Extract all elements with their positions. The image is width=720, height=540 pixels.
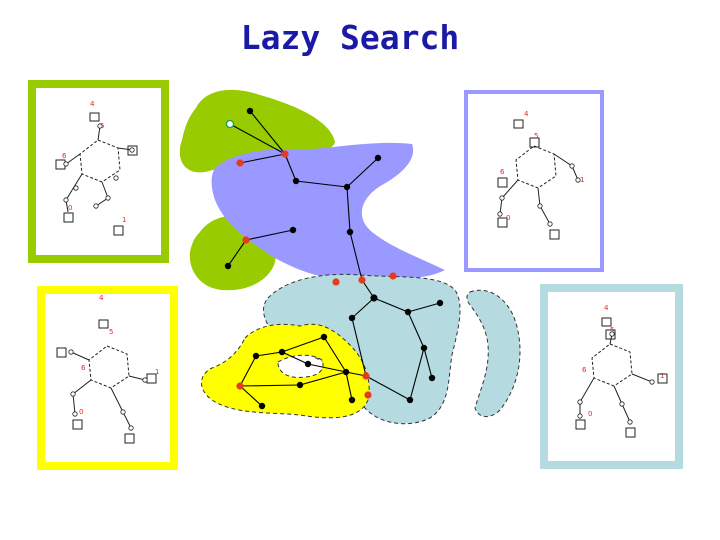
robot-configuration-cyan: 4 5 6 0 1 xyxy=(575,304,668,438)
label-6: 6 xyxy=(62,152,67,160)
label-1: 1 xyxy=(580,176,584,184)
robot-configuration-yellow: 4 5 6 0 1 xyxy=(56,294,159,444)
label-6: 6 xyxy=(81,364,86,372)
label-4: 4 xyxy=(604,304,609,312)
label-4: 4 xyxy=(90,100,95,108)
roadmap-boundary-nodes xyxy=(236,150,397,399)
robot-configuration-blue: 4 5 6 0 1 xyxy=(497,110,584,240)
label-4: 4 xyxy=(524,110,529,118)
slide-title: Lazy Search xyxy=(240,18,460,57)
cyan-region-crescent xyxy=(466,289,521,417)
label-0: 0 xyxy=(588,410,592,418)
label-5: 5 xyxy=(100,122,104,130)
roadmap-edges xyxy=(227,110,441,407)
yellow-region xyxy=(201,323,370,419)
label-5: 5 xyxy=(610,326,614,334)
label-0: 0 xyxy=(79,408,83,416)
label-5: 5 xyxy=(534,132,538,140)
start-node xyxy=(225,119,235,129)
label-5: 5 xyxy=(109,328,113,336)
yellow-configuration-panel: 4 5 6 0 1 xyxy=(37,286,178,470)
blue-region xyxy=(211,142,445,281)
label-1: 1 xyxy=(660,372,664,380)
label-4: 4 xyxy=(99,294,104,302)
label-6: 6 xyxy=(582,366,587,374)
label-0: 0 xyxy=(68,204,72,212)
green-configuration-panel: 4 5 6 0 1 xyxy=(28,80,169,263)
robot-configuration-green: 4 5 6 0 1 xyxy=(55,100,138,236)
label-6: 6 xyxy=(500,168,505,176)
cyan-configuration-panel: 4 5 6 0 1 xyxy=(540,284,683,469)
label-0: 0 xyxy=(506,214,510,222)
roadmap-nodes xyxy=(224,107,444,410)
label-1: 1 xyxy=(122,216,126,224)
label-1: 1 xyxy=(155,368,159,376)
blue-configuration-panel: 4 5 6 0 1 xyxy=(464,90,604,272)
